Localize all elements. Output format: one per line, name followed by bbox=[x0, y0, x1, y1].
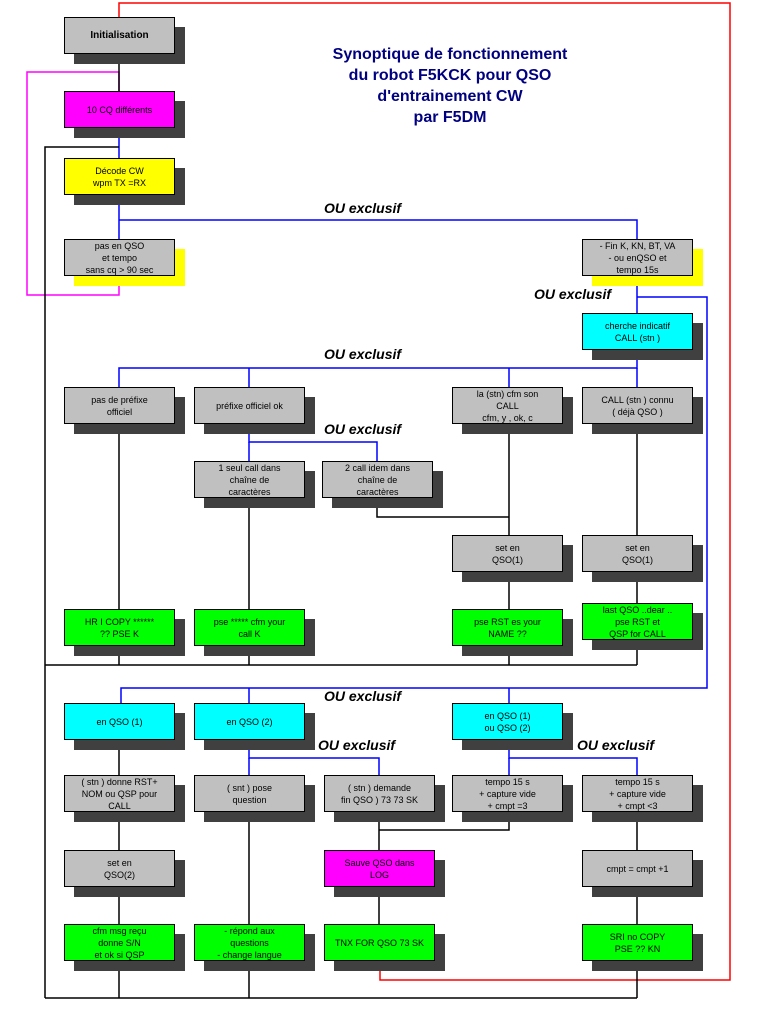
ou-exclusif-label: OU exclusif bbox=[324, 346, 402, 362]
cherche-indicatif-box: cherche indicatif CALL (stn ) bbox=[582, 313, 693, 350]
fin-box: - Fin K, KN, BT, VA - ou enQSO et tempo … bbox=[582, 239, 693, 276]
connector-line bbox=[379, 812, 510, 831]
connector-line bbox=[120, 687, 509, 703]
initialisation-box: Initialisation bbox=[64, 17, 175, 54]
repond-box: - répond aux questions - change langue bbox=[194, 924, 305, 961]
connector-line bbox=[248, 740, 380, 775]
ou-exclusif-label: OU exclusif bbox=[318, 737, 396, 753]
sauve-qso-box: Sauve QSO dans LOG bbox=[324, 850, 435, 887]
pse-cfm-call-box: pse ***** cfm your call K bbox=[194, 609, 305, 646]
pas-prefixe-box: pas de préfixe officiel bbox=[64, 387, 175, 424]
seul-call-box: 1 seul call dans chaîne de caractères bbox=[194, 461, 305, 498]
set-qso1-box: set en QSO(1) bbox=[452, 535, 563, 572]
cmpt-box: cmpt = cmpt +1 bbox=[582, 850, 693, 887]
ou-exclusif-label: OU exclusif bbox=[534, 286, 612, 302]
title-line-3: d'entrainement CW bbox=[377, 88, 523, 105]
tempo-lt3-box: tempo 15 s + capture vide + cmpt <3 bbox=[582, 775, 693, 812]
cfm-msg-box: cfm msg reçu donne S/N et ok si QSP bbox=[64, 924, 175, 961]
sri-box: SRI no COPY PSE ?? KN bbox=[582, 924, 693, 961]
hr-copy-box: HR I COPY ****** ?? PSE K bbox=[64, 609, 175, 646]
ou-exclusif-label: OU exclusif bbox=[324, 688, 402, 704]
en-qso12-box: en QSO (1) ou QSO (2) bbox=[452, 703, 563, 740]
cq-box: 10 CQ différents bbox=[64, 91, 175, 128]
connector-line bbox=[119, 219, 638, 239]
diagram-title: Synoptique de fonctionnement du robot F5… bbox=[300, 44, 600, 128]
last-qso-box: last QSO ..dear .. pse RST et QSP for CA… bbox=[582, 603, 693, 640]
pse-rst-name-box: pse RST es your NAME ?? bbox=[452, 609, 563, 646]
ou-exclusif-label: OU exclusif bbox=[324, 200, 402, 216]
connector-line bbox=[376, 498, 509, 518]
deux-call-box: 2 call idem dans chaîne de caractères bbox=[322, 461, 433, 498]
stn-cfm-box: la (stn) cfm son CALL cfm, y , ok, c bbox=[452, 387, 563, 424]
blue-loop-line bbox=[509, 296, 708, 689]
black-loop-line bbox=[44, 146, 119, 998]
decode-cw-box: Décode CW wpm TX =RX bbox=[64, 158, 175, 195]
stn-donne-box: ( stn ) donne RST+ NOM ou QSP pour CALL bbox=[64, 775, 175, 812]
tnx-box: TNX FOR QSO 73 SK bbox=[324, 924, 435, 961]
title-line-4: par F5DM bbox=[413, 109, 487, 126]
connector-line bbox=[118, 350, 638, 387]
set-qso1-box: set en QSO(1) bbox=[582, 535, 693, 572]
red-return-line bbox=[118, 2, 731, 981]
tempo-eq3-box: tempo 15 s + capture vide + cmpt =3 bbox=[452, 775, 563, 812]
title-line-2: du robot F5KCK pour QSO bbox=[348, 67, 552, 84]
stn-demande-box: ( stn ) demande fin QSO ) 73 73 SK bbox=[324, 775, 435, 812]
en-qso1-box: en QSO (1) bbox=[64, 703, 175, 740]
set-qso2-box: set en QSO(2) bbox=[64, 850, 175, 887]
ou-exclusif-label: OU exclusif bbox=[324, 421, 402, 437]
connector-line bbox=[248, 424, 378, 461]
call-connu-box: CALL (stn ) connu ( déjà QSO ) bbox=[582, 387, 693, 424]
snt-pose-box: ( snt ) pose question bbox=[194, 775, 305, 812]
en-qso2-box: en QSO (2) bbox=[194, 703, 305, 740]
prefixe-ok-box: préfixe officiel ok bbox=[194, 387, 305, 424]
ou-exclusif-label: OU exclusif bbox=[577, 737, 655, 753]
title-line-1: Synoptique de fonctionnement bbox=[332, 46, 568, 63]
pas-en-qso-box: pas en QSO et tempo sans cq > 90 sec bbox=[64, 239, 175, 276]
connector-line bbox=[508, 740, 638, 775]
